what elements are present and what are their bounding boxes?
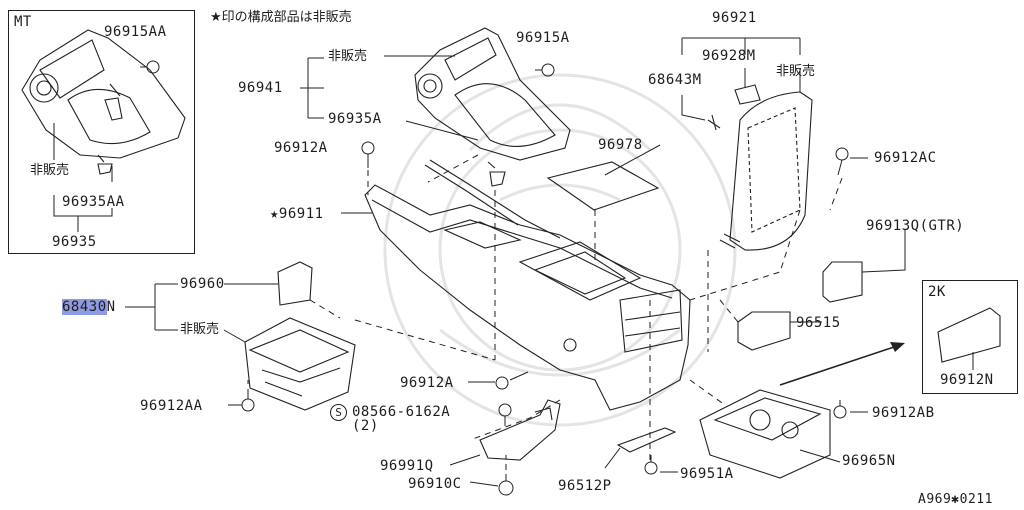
part-label-96935[interactable]: 96935 — [52, 234, 97, 250]
part-96960 — [277, 261, 313, 306]
bolt-symbol: S — [330, 404, 347, 421]
part-label-96991Q[interactable]: 96991Q — [380, 458, 434, 474]
part-label-96921[interactable]: 96921 — [712, 10, 757, 26]
part-label-96913Q[interactable]: 96913Q(GTR) — [866, 218, 965, 234]
quantity-label: (2) — [352, 418, 379, 434]
not-sold-label-top: 非販売 — [328, 49, 368, 64]
lid-96978 — [546, 161, 660, 211]
part-68430N-drawing — [244, 317, 356, 411]
arrow-head — [890, 342, 905, 352]
part-label-96915AA[interactable]: 96915AA — [104, 24, 167, 40]
not-sold-label-right: 非販売 — [776, 64, 816, 79]
part-label-96978[interactable]: 96978 — [598, 137, 643, 153]
part-label-96935AA[interactable]: 96935AA — [62, 194, 125, 210]
part-96912N — [937, 307, 1001, 363]
cover-96913Q — [822, 261, 863, 303]
part-label-96928M[interactable]: 96928M — [702, 48, 756, 64]
mt-box-title: MT — [14, 14, 32, 30]
mt-shifter-bezel-drawing — [21, 29, 186, 159]
part-label-96512P[interactable]: 96512P — [558, 478, 612, 494]
bracket-96991Q-drawing — [479, 399, 561, 461]
mt-not-sold-label: 非販売 — [30, 163, 70, 178]
diagram-code: A969✱0211 — [918, 492, 993, 507]
assembly-dashed-lines — [247, 154, 843, 470]
part-96512P — [616, 427, 677, 453]
part-label-96912AB[interactable]: 96912AB — [872, 405, 935, 421]
arrow-to-2k — [779, 344, 901, 386]
part-label-96912A-mid[interactable]: 96912A — [400, 375, 454, 391]
part-label-96915A[interactable]: 96915A — [516, 30, 570, 46]
part-label-96912A-top[interactable]: 96912A — [274, 140, 328, 156]
part-label-96910C[interactable]: 96910C — [408, 476, 462, 492]
2k-box-title: 2K — [928, 284, 946, 300]
part-suffix: N — [106, 299, 116, 315]
part-label-96515[interactable]: 96515 — [796, 315, 841, 331]
part-label-96941[interactable]: 96941 — [238, 80, 283, 96]
upper-bezel-drawing — [414, 27, 571, 187]
mt-clip — [97, 154, 113, 175]
part-label-08566-6162A[interactable]: 08566-6162A — [352, 404, 451, 420]
header-note: ★印の構成部品は非販売 — [210, 10, 352, 25]
part-label-96912AA[interactable]: 96912AA — [140, 398, 203, 414]
armrest-drawing — [707, 84, 813, 251]
not-sold-label-left: 非販売 — [180, 322, 220, 337]
part-label-96911[interactable]: ★96911 — [270, 206, 324, 222]
leader-lines — [53, 37, 974, 487]
screws — [140, 60, 849, 496]
2k-inset-box — [922, 280, 1018, 394]
part-label-96912N[interactable]: 96912N — [940, 372, 994, 388]
part-label-96960[interactable]: 96960 — [180, 276, 225, 292]
highlighted-part-number: 68430 — [62, 299, 107, 315]
part-label-96912AC[interactable]: 96912AC — [874, 150, 937, 166]
part-label-68430N[interactable]: 68430N — [62, 299, 116, 315]
watermark-emblem — [383, 73, 737, 427]
part-label-68643M[interactable]: 68643M — [648, 72, 702, 88]
mt-inset-box — [8, 10, 195, 254]
part-96515 — [737, 311, 791, 351]
part-label-96935A[interactable]: 96935A — [328, 111, 382, 127]
part-label-96965N[interactable]: 96965N — [842, 453, 896, 469]
console-body-drawing — [364, 159, 691, 411]
part-96965N-drawing — [699, 389, 831, 479]
part-label-96951A[interactable]: 96951A — [680, 466, 734, 482]
